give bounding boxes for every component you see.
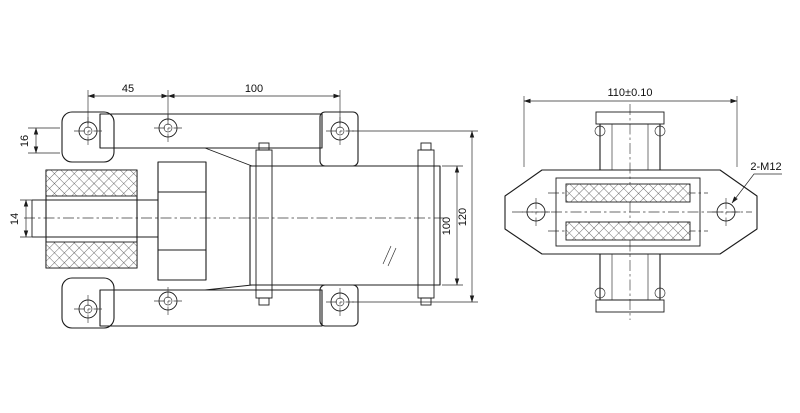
- dim-45: 45: [87, 83, 169, 124]
- bolt-hole: [154, 287, 182, 315]
- dim-100-top: 100: [167, 83, 341, 124]
- dim-110: 110±0.10: [523, 87, 738, 167]
- dim-16: 16: [19, 127, 60, 154]
- dim-label-100-top: 100: [245, 83, 263, 95]
- pad-housing: [555, 177, 701, 247]
- bolt-hole: [326, 288, 354, 316]
- dim-label-14: 14: [9, 213, 21, 225]
- hatched-strip-top: [565, 183, 691, 203]
- bottom-bolt-stack: [594, 253, 666, 313]
- thread-label: 2-M12: [750, 161, 781, 173]
- dim-label-100-right: 100: [441, 217, 453, 235]
- dim-120: 120: [352, 130, 478, 303]
- dim-100-right: 100: [441, 165, 463, 286]
- right-frame: [249, 142, 441, 306]
- hatched-pad-bottom: [45, 241, 138, 269]
- top-arm: [61, 111, 359, 167]
- hatched-strip-bottom: [565, 221, 691, 241]
- leader-line: [731, 173, 782, 204]
- hatched-pad-top: [45, 169, 138, 197]
- dim-label-45: 45: [122, 83, 134, 95]
- thread-callout: 2-M12: [731, 161, 782, 204]
- break-mark: [387, 247, 397, 267]
- bolt-hole: [712, 198, 740, 226]
- dim-label-110: 110±0.10: [608, 87, 653, 99]
- pad-stack: [31, 169, 158, 269]
- bolt-hole: [522, 198, 550, 226]
- dim-14: 14: [9, 199, 46, 238]
- body-outline: [504, 169, 758, 255]
- dim-label-120: 120: [457, 208, 469, 226]
- bolt-hole: [74, 295, 102, 323]
- side-view: 110±0.10 2-M12: [504, 87, 782, 320]
- break-mark: [382, 245, 392, 265]
- middle-block: [157, 161, 207, 281]
- top-bolt-stack: [594, 111, 666, 171]
- front-view: 45 100 16 14 100: [9, 83, 478, 329]
- bolt-hole: [154, 114, 182, 142]
- dim-label-16: 16: [19, 135, 31, 147]
